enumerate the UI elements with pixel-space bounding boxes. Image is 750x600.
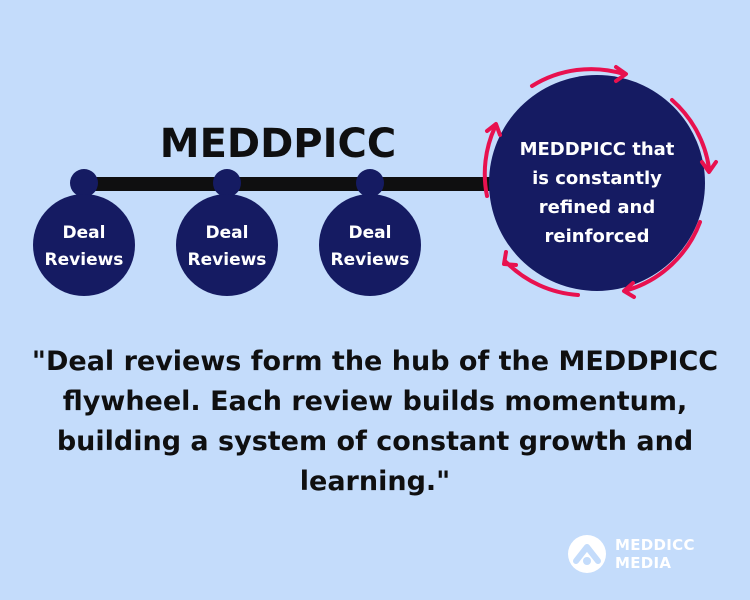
connector-bar — [84, 177, 500, 191]
node-circle — [33, 194, 135, 296]
node-label-line2: Reviews — [188, 250, 267, 270]
hub-circle — [489, 75, 705, 291]
deal-review-node: Deal Reviews — [176, 169, 278, 296]
node-label-line1: Deal — [206, 223, 249, 243]
node-knob — [213, 169, 241, 197]
hub-label-line2: is constantly — [532, 168, 662, 189]
deal-review-node: Deal Reviews — [319, 169, 421, 296]
brand-logo-icon — [568, 535, 606, 573]
brand-mark: MEDDICC MEDIA — [567, 532, 695, 576]
brand-name: MEDDICC MEDIA — [615, 536, 695, 572]
brand-name-line1: MEDDICC — [615, 536, 695, 554]
node-label-line2: Reviews — [331, 250, 410, 270]
quote-line: "Deal reviews form the hub of the MEDDPI… — [31, 346, 719, 377]
flywheel-diagram: MEDDPICC Deal Reviews Deal Reviews Deal … — [33, 65, 718, 299]
hub-label-line4: reinforced — [545, 226, 650, 247]
node-knob — [70, 169, 98, 197]
quote-text: "Deal reviews form the hub of the MEDDPI… — [0, 342, 750, 502]
hub-label-line3: refined and — [539, 197, 655, 218]
quote-line: building a system of constant growth and — [56, 426, 694, 457]
diagram-title: MEDDPICC — [160, 121, 396, 167]
node-circle — [319, 194, 421, 296]
brand-name-line2: MEDIA — [615, 554, 672, 572]
circular-arrows-icon — [482, 65, 718, 299]
quote-line: learning." — [299, 466, 451, 497]
flywheel-hub: MEDDPICC that is constantly refined and … — [482, 65, 718, 299]
quote-line: flywheel. Each review builds momentum, — [62, 386, 688, 417]
node-knob — [356, 169, 384, 197]
node-label-line1: Deal — [63, 223, 106, 243]
node-circle — [176, 194, 278, 296]
node-label-line2: Reviews — [45, 250, 124, 270]
deal-review-node: Deal Reviews — [33, 169, 135, 296]
hub-label-line1: MEDDPICC that — [520, 139, 675, 160]
node-label-line1: Deal — [349, 223, 392, 243]
